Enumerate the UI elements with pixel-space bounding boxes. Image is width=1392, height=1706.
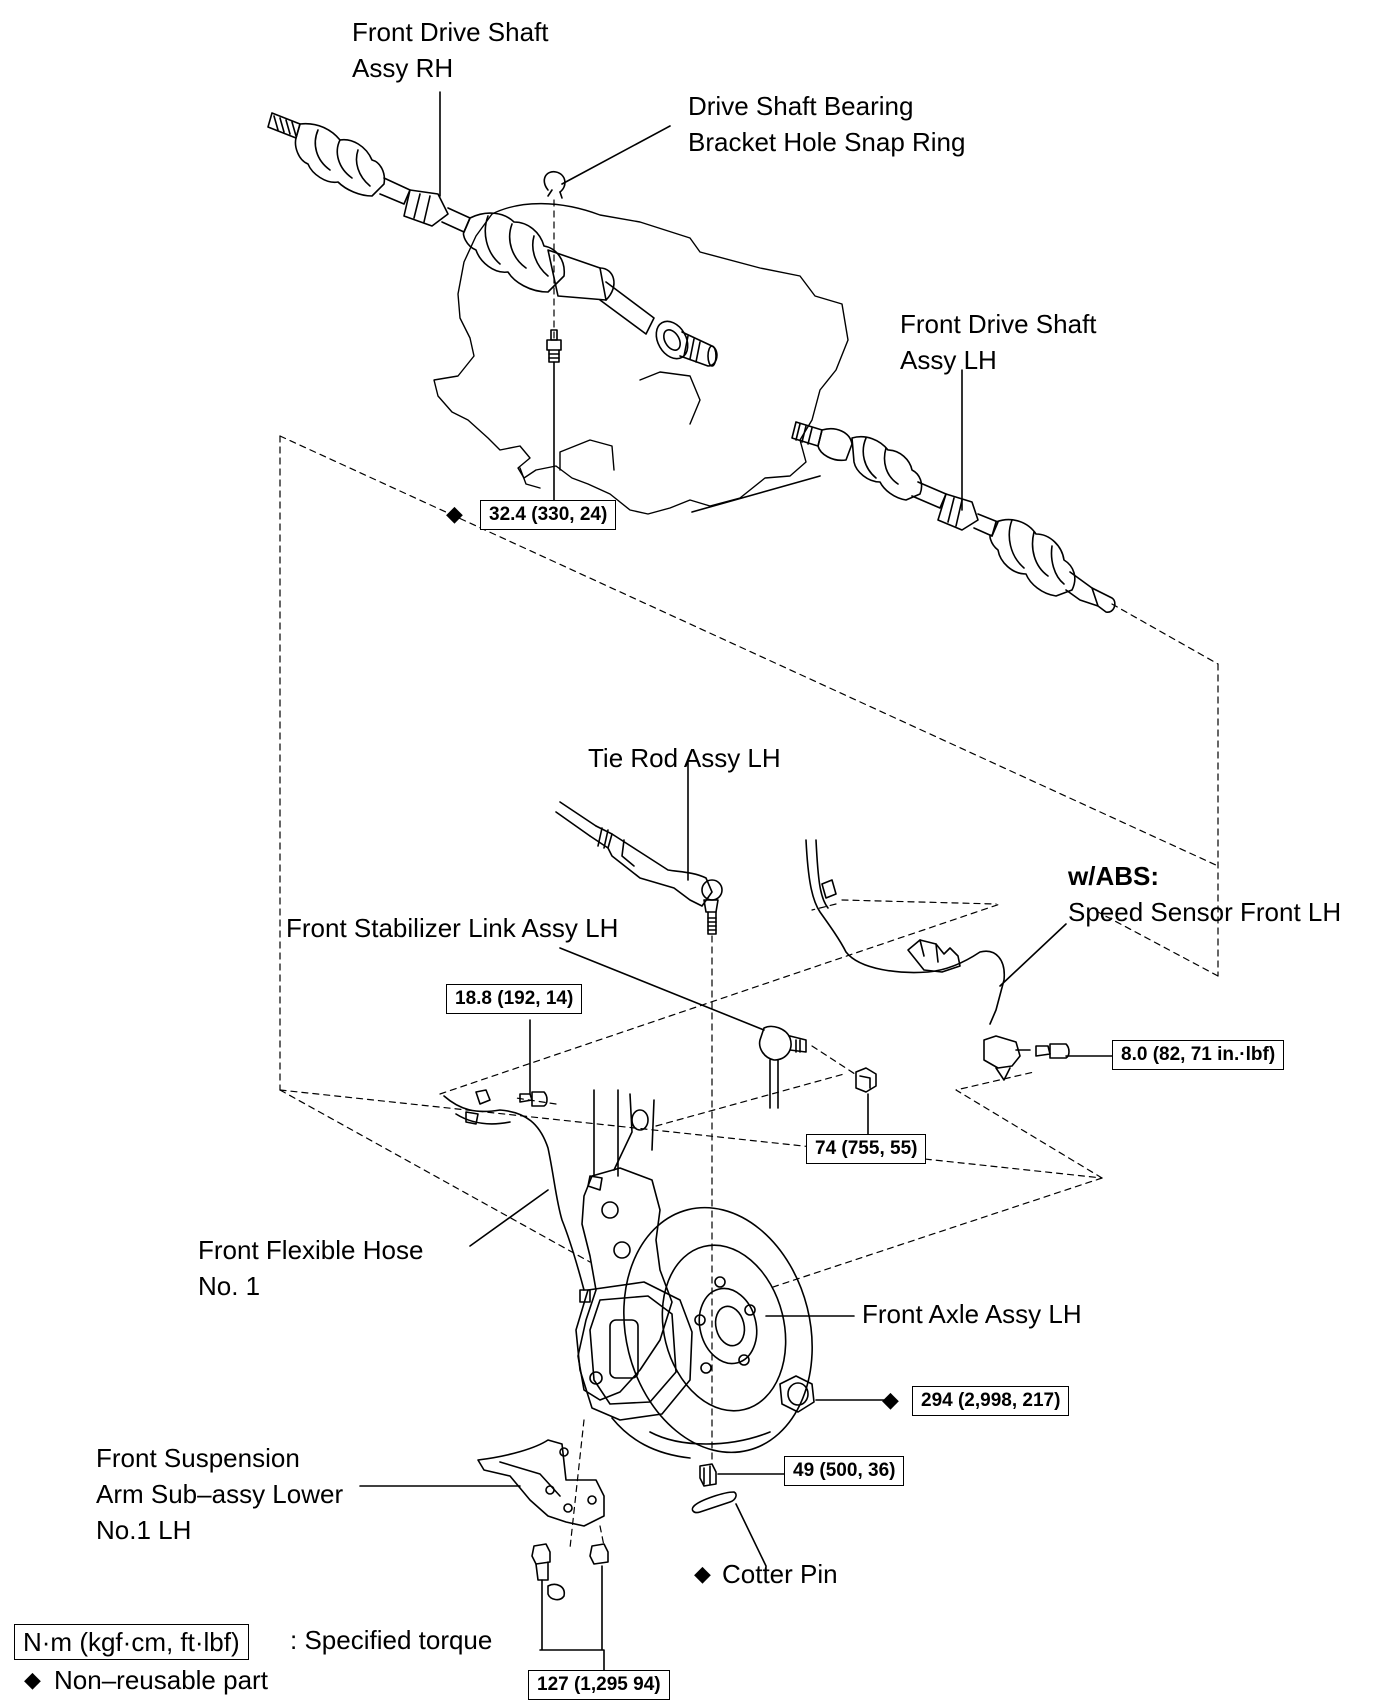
tie-rod-nut — [699, 1463, 717, 1487]
label-snap-ring-line2: Bracket Hole Snap Ring — [688, 127, 966, 157]
stabilizer-nut — [855, 1067, 877, 1093]
label-cotter-pin: Cotter Pin — [722, 1559, 838, 1589]
diamond-icon: ◆ — [446, 501, 463, 526]
legend-nonreusable: Non–reusable part — [54, 1665, 268, 1695]
torque-stabilizer-nut: 74 (755, 55) — [806, 1134, 927, 1164]
label-drive-shaft-rh-line2: Assy RH — [352, 53, 454, 83]
drive-shaft-rh — [267, 112, 718, 367]
label-drive-shaft-lh-line1: Front Drive Shaft — [900, 309, 1097, 339]
cotter-pin — [691, 1491, 737, 1514]
hub-nut — [779, 1375, 815, 1413]
label-snap-ring-line1: Drive Shaft Bearing — [688, 91, 914, 121]
drive-shaft-lh — [791, 421, 1116, 613]
diamond-icon: ◆ — [694, 1561, 711, 1586]
torque-bearing-bolt: 32.4 (330, 24) — [480, 500, 617, 530]
transaxle-housing — [433, 202, 849, 515]
diamond-icon: ◆ — [24, 1667, 41, 1692]
lower-suspension-arm — [477, 1439, 605, 1527]
torque-arm-bolts: 127 (1,295 94) — [528, 1670, 670, 1700]
label-suspension-arm-line2: Arm Sub–assy Lower — [96, 1479, 344, 1509]
label-flexible-hose-line1: Front Flexible Hose — [198, 1235, 424, 1265]
dashed-alignment-lines — [279, 199, 1219, 1549]
label-suspension-arm-line1: Front Suspension — [96, 1443, 300, 1473]
stabilizer-link — [758, 1025, 807, 1109]
label-tie-rod: Tie Rod Assy LH — [588, 743, 781, 773]
label-suspension-arm-line3: No.1 LH — [96, 1515, 192, 1545]
bearing-bracket-bolt — [546, 329, 562, 363]
legend-unit-box: N·m (kgf·cm, ft·lbf) — [14, 1624, 249, 1660]
label-drive-shaft-lh-line2: Assy LH — [900, 345, 997, 375]
torque-tie-rod-nut: 49 (500, 36) — [784, 1456, 905, 1486]
diamond-icon: ◆ — [882, 1387, 899, 1412]
speed-sensor-lh — [805, 839, 1070, 1081]
arm-bolts — [531, 1543, 609, 1601]
tie-rod-lh — [555, 801, 723, 935]
legend-unit-text: : Specified torque — [290, 1625, 493, 1655]
flexible-hose — [443, 1089, 603, 1303]
label-abs-title: w/ABS: — [1068, 861, 1159, 891]
label-stabilizer-link: Front Stabilizer Link Assy LH — [286, 913, 619, 943]
snap-ring — [543, 170, 566, 199]
leader-lines — [359, 91, 1117, 1673]
torque-stabilizer-bolt: 18.8 (192, 14) — [446, 984, 583, 1014]
stabilizer-bolt — [519, 1091, 548, 1107]
label-speed-sensor: Speed Sensor Front LH — [1068, 897, 1342, 927]
torque-hub-nut: 294 (2,998, 217) — [912, 1386, 1070, 1416]
label-flexible-hose-line2: No. 1 — [198, 1271, 261, 1301]
front-axle-assembly — [575, 1089, 813, 1459]
torque-sensor-bolt: 8.0 (82, 71 in.·lbf) — [1112, 1040, 1285, 1070]
label-drive-shaft-rh-line1: Front Drive Shaft — [352, 17, 549, 47]
label-front-axle: Front Axle Assy LH — [862, 1299, 1082, 1329]
